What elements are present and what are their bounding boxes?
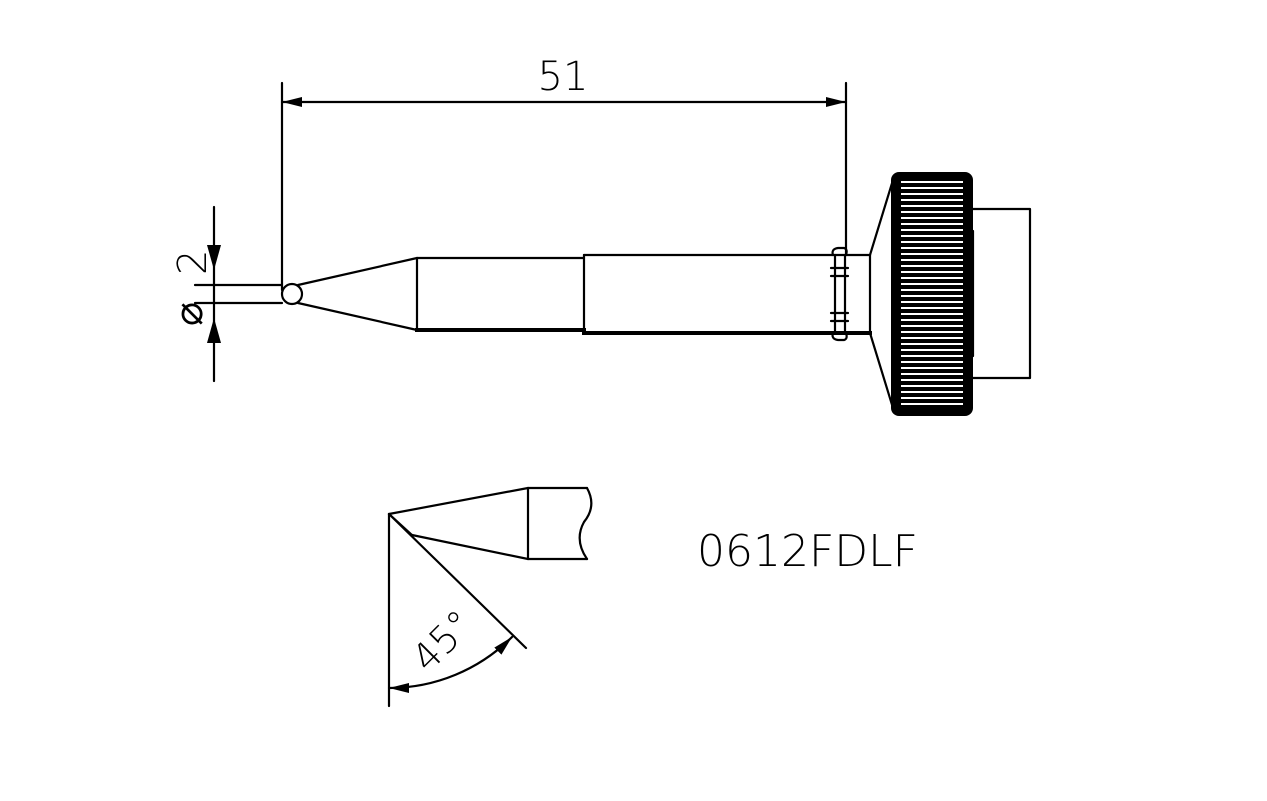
detail-break-line <box>578 486 593 561</box>
groove-bottom <box>831 331 848 342</box>
nut-rear-collar <box>971 207 1032 380</box>
diameter-dimension: ⌀ 2 <box>166 205 284 383</box>
angle-diagonal-leg <box>387 512 528 650</box>
detail-bottom-edge <box>410 533 530 561</box>
length-dimension-label: 51 <box>538 54 589 100</box>
bevel-detail-view: 45° <box>387 486 593 708</box>
groove-top <box>831 246 848 257</box>
part-number-label: 0612FDLF <box>697 526 918 577</box>
flange-bottom-bevel <box>868 331 895 410</box>
diameter-arrow-bottom <box>207 318 221 343</box>
flange-top-bevel <box>868 178 895 257</box>
cone-bottom-edge <box>296 301 419 332</box>
diameter-dimension-label: 2 <box>170 250 216 275</box>
diameter-arrow-top <box>207 245 221 270</box>
tip-point <box>280 282 304 306</box>
tip-side-view <box>280 178 895 410</box>
knurled-nut <box>891 172 1032 416</box>
angle-arc <box>387 635 514 693</box>
detail-top-edge <box>387 486 530 516</box>
length-dimension: 51 <box>280 54 848 292</box>
diameter-symbol: ⌀ <box>166 302 212 326</box>
knurl-pattern <box>901 181 963 405</box>
cone-top-edge <box>296 256 419 287</box>
